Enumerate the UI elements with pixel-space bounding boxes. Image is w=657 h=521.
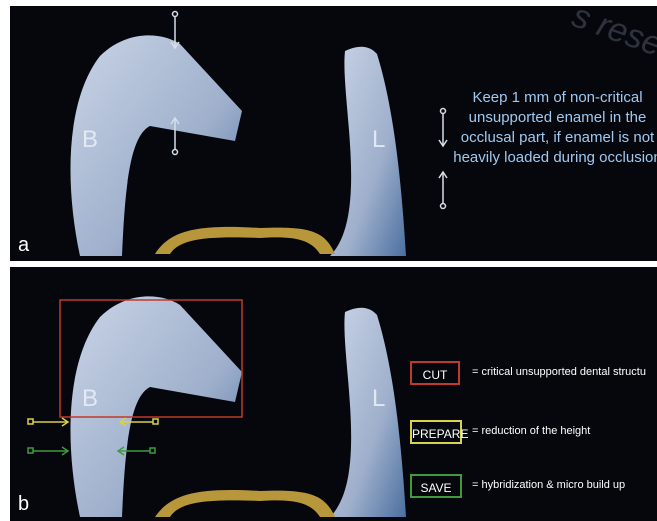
legend-desc-prepare: = reduction of the height xyxy=(472,425,590,437)
lingual-cusp xyxy=(330,47,406,256)
buccal-label: B xyxy=(82,126,98,154)
buccal-label: B xyxy=(82,385,98,413)
legend-key-cut: CUT xyxy=(410,361,460,385)
lingual-cusp xyxy=(330,308,406,517)
restoration-floor xyxy=(155,227,335,254)
legend-key-save: SAVE xyxy=(410,474,462,498)
panel-label: b xyxy=(18,493,29,516)
lingual-label: L xyxy=(372,385,385,413)
legend-desc-cut: = critical unsupported dental structu xyxy=(472,366,646,378)
legend-desc-save: = hybridization & micro build up xyxy=(472,479,625,491)
panel-label: a xyxy=(18,234,29,257)
panel-a: s reserv B L Keep 1 mm of non-critical u… xyxy=(10,6,657,261)
annotation-note: Keep 1 mm of non-critical unsupported en… xyxy=(450,88,657,168)
legend-key-prepare: PREPARE xyxy=(410,420,462,444)
restoration-floor xyxy=(155,490,335,517)
panel-b: B L CUT = critical unsupported dental st… xyxy=(10,267,657,521)
lingual-label: L xyxy=(372,126,385,154)
